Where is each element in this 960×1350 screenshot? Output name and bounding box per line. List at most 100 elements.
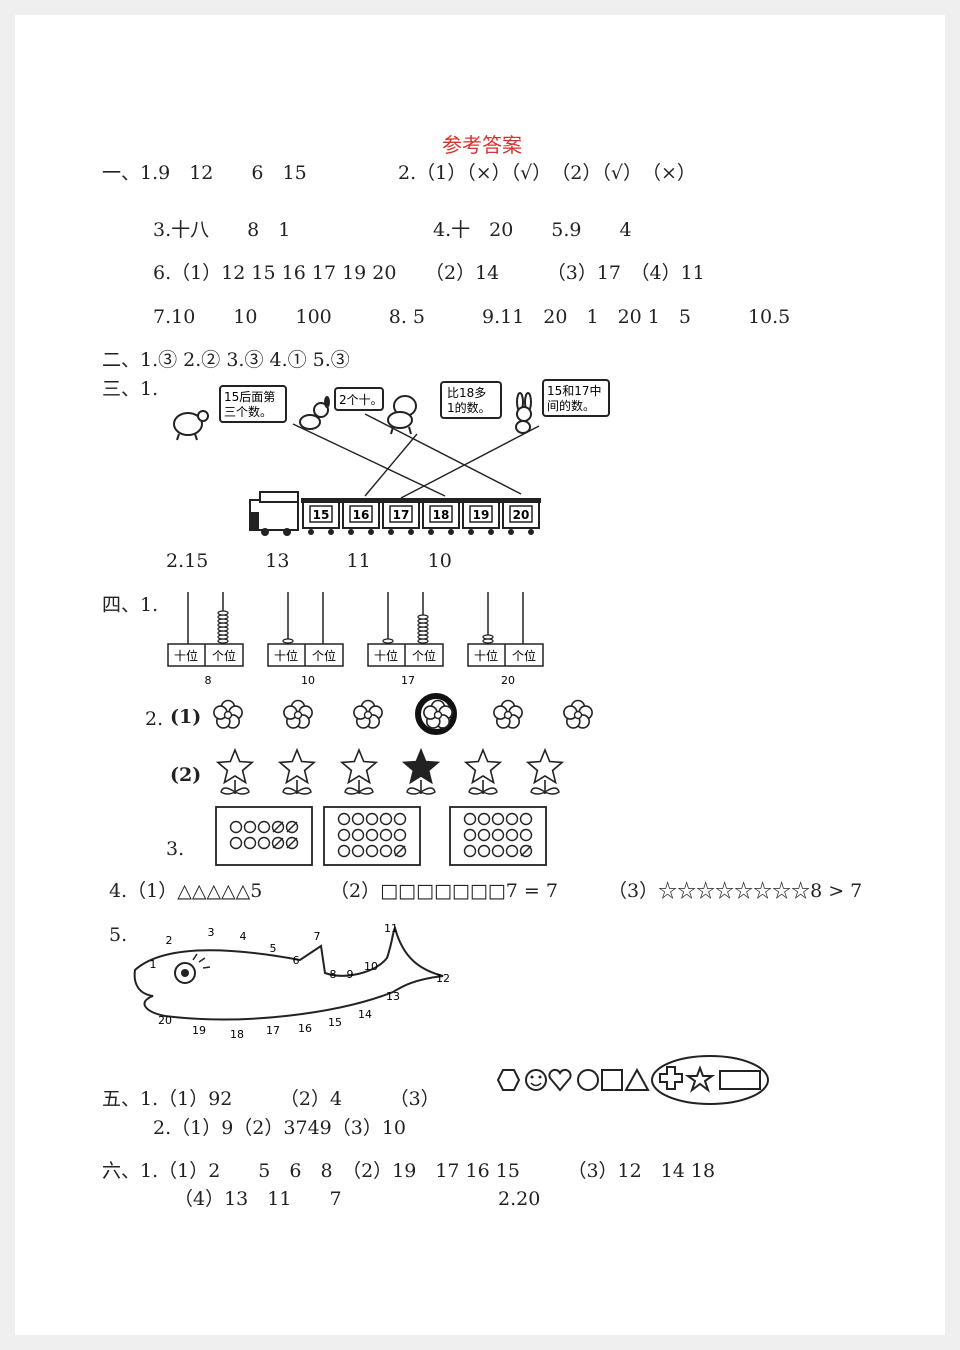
s4-q2-1-label: (1) (170, 706, 202, 728)
flower-icon (213, 699, 243, 729)
fish-dot-number: 19 (192, 1024, 206, 1037)
train-matching-figure: 15后面第 三个数。 2个十。 比18多 1的数。 15和17中 间的数。 15… (173, 379, 610, 536)
page-title: 参考答案 (442, 133, 522, 157)
abacus-figure: 十位个位8十位个位10十位个位17十位个位20 (167, 592, 544, 687)
fish-dot-number: 12 (436, 972, 450, 985)
s6-line1: 六、1.（1）2 5 6 8 （2）19 17 16 15 （3）12 14 1… (102, 1160, 716, 1182)
lamb-icon (387, 395, 417, 435)
train-car: 19 (461, 498, 501, 535)
bubble-2: 2个十。 (339, 393, 383, 407)
abacus: 十位个位20 (467, 592, 544, 687)
dot-box (449, 806, 547, 866)
abacus-value: 17 (401, 674, 415, 687)
fish-dot-number: 6 (293, 954, 300, 967)
s5-line2: 2.（1）9（2）3749（3）10 (153, 1117, 407, 1139)
cross-icon (659, 1066, 683, 1090)
train-car: 16 (341, 498, 381, 535)
abacus-ones-label: 个位 (212, 648, 236, 663)
fish-dot-number: 13 (386, 990, 400, 1003)
dot-box (323, 806, 421, 866)
fish-dot-number: 18 (230, 1028, 244, 1041)
s4-q3-label: 3. (166, 838, 185, 860)
fish-dot-number: 3 (208, 926, 215, 939)
s3-q2: 2.15 13 11 10 (166, 550, 452, 572)
match-line (364, 433, 418, 497)
train-car-number: 17 (393, 508, 410, 522)
abacus-value: 10 (301, 674, 315, 687)
train-car: 18 (421, 498, 461, 535)
heart-icon (548, 1068, 572, 1092)
s4-q2-label: 2. (145, 708, 164, 730)
fish-dot-number: 14 (358, 1008, 372, 1021)
s4-label: 四、1. (102, 594, 159, 616)
train-car: 20 (501, 498, 541, 535)
abacus: 十位个位17 (367, 592, 444, 687)
flower-icon (353, 699, 383, 729)
train-car: 15 (301, 498, 341, 535)
fish-dot-number: 9 (347, 968, 354, 981)
abacus-tens-label: 十位 (374, 648, 398, 663)
circle-icon (577, 1069, 599, 1091)
turtle-icon (173, 410, 209, 441)
s3-label: 三、1. (102, 378, 159, 400)
abacus-tens-label: 十位 (274, 648, 298, 663)
leaf-flower-icon (339, 747, 379, 795)
fish-dot-number: 8 (330, 968, 337, 981)
answer-sheet-page (15, 15, 945, 1335)
rabbit-icon (515, 392, 532, 434)
flower-icon (283, 699, 313, 729)
fish-dot-number: 11 (384, 922, 398, 935)
shapes-figure (496, 1055, 769, 1105)
abacus-tens-label: 十位 (174, 648, 198, 663)
train-car: 17 (381, 498, 421, 535)
s4-q4-2: （2）□□□□□□□7 = 7 (330, 880, 558, 902)
leaf-flower-icon (525, 747, 565, 795)
flower-icon (493, 699, 523, 729)
s6-line2-left: （4）13 11 7 (174, 1188, 342, 1210)
dot-box (215, 806, 313, 866)
fish-dot-number: 7 (314, 930, 321, 943)
train-car-number: 18 (433, 508, 450, 522)
leaf-flower-icon (277, 747, 317, 795)
abacus-tens-label: 十位 (474, 648, 498, 663)
leaf-flower-icon (215, 747, 255, 795)
bubble-3-line1: 比18多 (447, 386, 486, 400)
abacus: 十位个位8 (167, 592, 244, 687)
s6-line2-right: 2.20 (498, 1188, 541, 1210)
bubble-1-line2: 三个数。 (224, 404, 272, 419)
s1-line1-left: 一、1.9 12 6 15 (102, 162, 307, 184)
bubble-3-line2: 1的数。 (447, 400, 491, 415)
fish-dot-number: 20 (158, 1014, 172, 1027)
match-line (400, 425, 540, 499)
bubble-1-line1: 15后面第 (224, 390, 275, 404)
s1-line2-left: 3.十八 8 1 (153, 219, 291, 241)
answer-ellipse (651, 1055, 769, 1105)
fish-dot-number: 10 (364, 960, 378, 973)
s5-line1: 五、1.（1）92 （2）4 （3） (102, 1088, 440, 1110)
rectangle-icon (719, 1070, 761, 1090)
leaf-flower-icon (463, 747, 503, 795)
fish-dot-number: 1 (150, 958, 157, 971)
flower-icon (415, 693, 457, 735)
locomotive-icon (249, 491, 299, 536)
train-car-number: 20 (513, 508, 530, 522)
bubble-4-line1: 15和17中 (547, 383, 602, 398)
fish-dot-number: 16 (298, 1022, 312, 1035)
abacus-value: 20 (501, 674, 515, 687)
fish-dot-number: 4 (240, 930, 247, 943)
match-line (364, 413, 522, 495)
s1-line2-right: 4.十 20 5.9 4 (433, 219, 632, 241)
train-car-number: 16 (353, 508, 370, 522)
dot-boxes-figure (215, 806, 547, 866)
s1-line1-right: 2.（1）（×）（√） （2）（√） （×） (398, 162, 696, 184)
fish-dot-number: 2 (166, 934, 173, 947)
train-car-number: 15 (313, 508, 330, 522)
s4-q5-label: 5. (109, 924, 128, 946)
s4-q4-3: （3）☆☆☆☆☆☆☆☆8 > 7 (608, 880, 863, 902)
square-icon (601, 1069, 623, 1091)
flower-figure (213, 693, 593, 795)
dog-icon (299, 396, 330, 430)
s1-line3: 6.（1）12 15 16 17 19 20 （2）14 （3）17 （4）11 (153, 262, 705, 284)
triangle-icon (624, 1067, 650, 1091)
